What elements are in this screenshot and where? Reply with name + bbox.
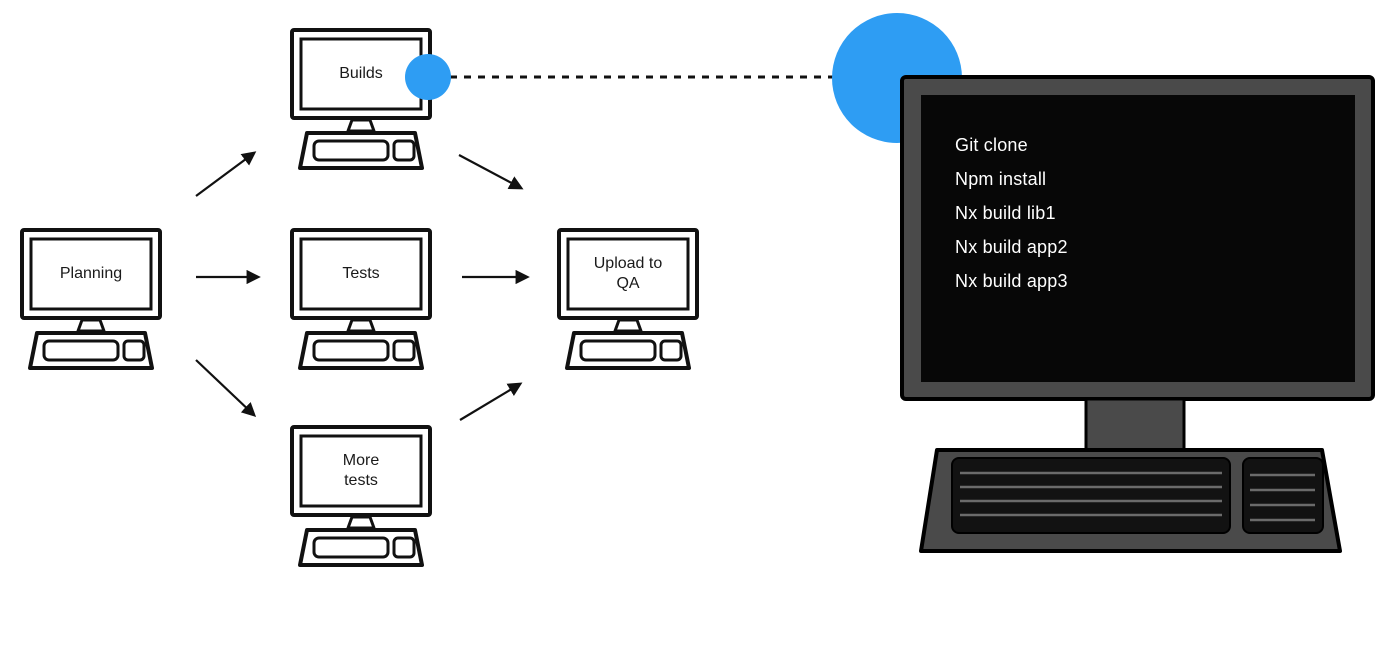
node-upload-qa: Upload to QA bbox=[557, 228, 699, 372]
node-planning: Planning bbox=[20, 228, 162, 372]
computer-icon bbox=[557, 228, 699, 370]
terminal-computer-icon bbox=[900, 75, 1375, 553]
computer-icon bbox=[290, 228, 432, 370]
arrow-planning-builds bbox=[195, 151, 257, 197]
terminal-output: Git clone Npm install Nx build lib1 Nx b… bbox=[955, 128, 1315, 298]
node-label-tests: Tests bbox=[342, 265, 380, 282]
node-label-planning: Planning bbox=[59, 265, 123, 282]
arrow-planning-moretests bbox=[195, 359, 257, 417]
node-more-tests: More tests bbox=[290, 425, 432, 569]
accent-circle-small bbox=[405, 54, 451, 100]
computer-icon bbox=[290, 425, 432, 567]
arrow-builds-upload bbox=[458, 154, 524, 190]
terminal-computer: Git clone Npm install Nx build lib1 Nx b… bbox=[900, 75, 1376, 557]
node-label-more-tests: More tests bbox=[342, 452, 380, 489]
terminal-line: Nx build app3 bbox=[955, 271, 1068, 291]
terminal-line: Npm install bbox=[955, 169, 1047, 189]
arrow-moretests-upload bbox=[459, 382, 523, 421]
computer-icon bbox=[290, 28, 432, 170]
terminal-line: Nx build lib1 bbox=[955, 203, 1056, 223]
node-label-upload-qa: Upload to QA bbox=[593, 255, 663, 292]
terminal-line: Git clone bbox=[955, 135, 1028, 155]
computer-icon bbox=[20, 228, 162, 370]
node-tests: Tests bbox=[290, 228, 432, 372]
node-label-builds: Builds bbox=[339, 65, 383, 82]
node-builds: Builds bbox=[290, 28, 432, 172]
terminal-line: Nx build app2 bbox=[955, 237, 1068, 257]
